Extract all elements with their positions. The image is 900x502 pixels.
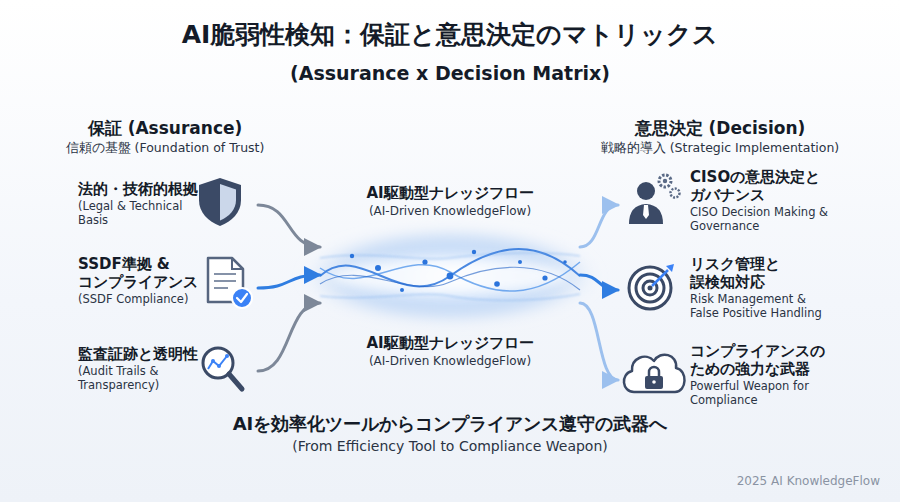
cloud-outline: [624, 355, 685, 392]
lock-keyhole: [652, 380, 656, 384]
document-line: [214, 287, 228, 289]
column-subheading: 信頼の基盤 (Foundation of Trust): [40, 140, 290, 155]
node-heading: 法的・技術的根拠: [78, 180, 206, 198]
data-dot: [350, 254, 354, 258]
data-dot: [447, 273, 454, 280]
magnifier-handle: [229, 374, 242, 389]
data-dot: [422, 259, 427, 264]
node-heading: AI駆動型ナレッジフロー: [320, 184, 580, 202]
decision-item: リスク管理と 誤検知対応Risk Management & False Posi…: [618, 255, 840, 325]
diagram-subtitle: (Assurance x Decision Matrix): [0, 62, 900, 85]
decision-item: コンプライアンスの ための強力な武器Powerful Weapon for Co…: [618, 342, 840, 418]
node-text: (SSDF Compliance): [78, 293, 206, 307]
person-head: [637, 182, 655, 200]
column-heading: 意思決定 (Decision): [600, 118, 840, 138]
check-badge: [232, 288, 252, 308]
flow-arrow: [580, 205, 618, 247]
data-dot: [472, 250, 476, 254]
flow-arrow: [580, 303, 618, 380]
target-arrow: [652, 270, 668, 286]
flow-arrow: [258, 303, 320, 371]
trend-dot: [211, 359, 215, 363]
gear: [659, 175, 671, 187]
document-line: [214, 273, 236, 275]
node-text: CISO Decision Making & Governance: [690, 206, 840, 234]
flow-arrow: [258, 275, 320, 288]
data-dot: [400, 288, 404, 292]
person-tie: [643, 205, 649, 219]
assurance-item: 監査証跡と透明性 (Audit Trails & Transparency): [78, 345, 258, 397]
knowledge-flow-band: [300, 226, 600, 326]
caption-translation: (From Efficiency Tool to Compliance Weap…: [0, 438, 900, 455]
target-arrow-tail: [666, 264, 674, 272]
data-dot: [563, 260, 567, 264]
node-heading: コンプライアンスの ための強力な武器: [690, 342, 840, 378]
diagram-title: AI脆弱性検知：保証と意思決定のマトリックス: [0, 20, 900, 50]
shield-half: [220, 184, 236, 221]
knowledge-flow: AI駆動型ナレッジフロー (AI-Driven KnowledgeFlow) AI駆…: [320, 178, 580, 378]
trend-dot: [225, 354, 229, 358]
data-dot: [518, 260, 522, 264]
node-heading: CISOの意思決定と ガバナンス: [690, 168, 840, 204]
document-line: [214, 280, 236, 282]
node-text: (Audit Trails & Transparency): [78, 365, 190, 393]
flow-arrow: [580, 275, 618, 290]
flow-wave: [320, 253, 580, 259]
node-text: Risk Management & False Positive Handlin…: [690, 293, 830, 321]
document-check-icon: [208, 258, 252, 308]
lock-body: [645, 376, 663, 389]
lock-shackle: [649, 367, 659, 377]
document-fold: [232, 258, 243, 269]
person-body: [629, 204, 663, 224]
data-dot: [375, 265, 381, 271]
magnifier-icon: [203, 348, 242, 389]
node-heading: 監査証跡と透明性: [78, 345, 203, 363]
data-dots: [350, 250, 567, 292]
column-heading: 保証 (Assurance): [55, 118, 275, 138]
data-dot: [542, 275, 547, 280]
watermark: 2025 AI KnowledgeFlow: [700, 474, 880, 488]
node-text: (Legal & Technical Basis: [78, 200, 206, 228]
band-glow: [300, 226, 600, 326]
node-heading: SSDF準拠 & コンプライアンス: [78, 255, 206, 291]
cloud-lock-icon: [624, 355, 685, 392]
target-ring: [629, 267, 671, 309]
shield-outline: [199, 178, 241, 226]
flow-wave: [320, 249, 580, 286]
check-mark: [237, 294, 247, 302]
node-text: (AI-Driven KnowledgeFlow): [320, 354, 580, 368]
target-center: [648, 286, 653, 291]
trend-dot: [217, 364, 221, 368]
node-text: Powerful Weapon for Compliance: [690, 380, 822, 408]
column-subheading: 戦略的導入 (Strategic Implementation): [585, 140, 855, 155]
assurance-item: SSDF準拠 & コンプライアンス (SSDF Compliance): [78, 255, 258, 321]
flow-wave: [320, 262, 580, 291]
node-text: (AI-Driven KnowledgeFlow): [320, 204, 580, 218]
ciso-person-icon: [629, 175, 680, 224]
flow-wave: [320, 294, 580, 300]
flow-wave: [320, 267, 580, 290]
target-icon: [629, 264, 674, 309]
gear-hub: [663, 179, 667, 183]
shield-icon: [199, 178, 241, 226]
flow-arrow: [258, 205, 320, 247]
node-text: AI駆動型ナレッジフロー: [320, 334, 580, 352]
node-heading: リスク管理と 誤検知対応: [690, 255, 840, 291]
trend-line: [208, 356, 227, 369]
assurance-item: 法的・技術的根拠 (Legal & Technical Basis: [78, 180, 258, 230]
decision-item: CISOの意思決定と ガバナンスCISO Decision Making & G…: [618, 168, 840, 242]
data-dot: [494, 281, 500, 287]
gear: [671, 189, 680, 198]
diagram-caption: AIを効率化ツールからコンプライアンス遵守の武器へ: [0, 413, 900, 435]
